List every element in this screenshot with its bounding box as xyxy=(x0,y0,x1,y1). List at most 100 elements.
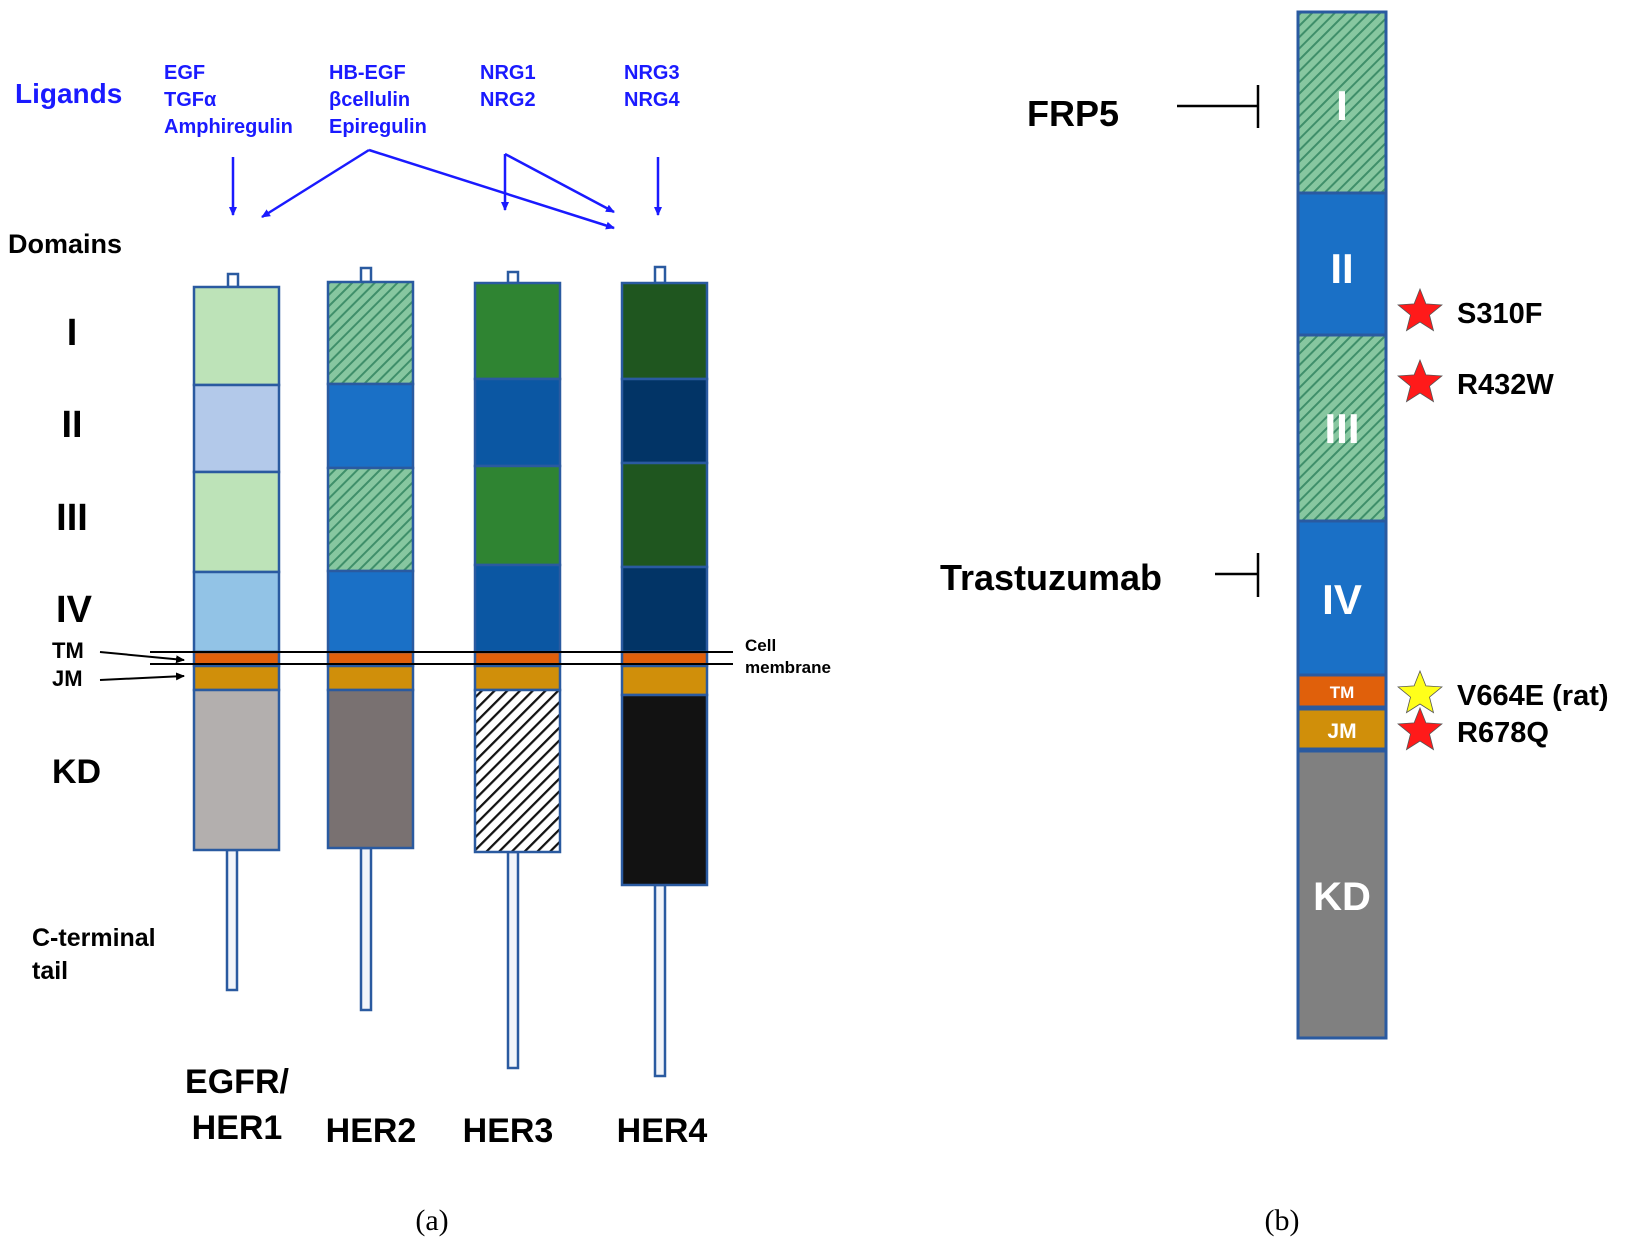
receptor-name-her3: HER3 xyxy=(463,1112,554,1150)
jm-pointer-arrow xyxy=(99,672,185,681)
c-terminal-tail xyxy=(359,846,373,1012)
domain-block-III xyxy=(192,470,281,574)
mutation-label: S310F xyxy=(1457,298,1542,330)
domain-block-I xyxy=(326,280,415,386)
ligand-group-nrg12: NRG1 NRG2 xyxy=(480,62,536,111)
her2-detail-column: I II III IV TM JM KD xyxy=(1296,10,1388,1040)
mutation-star-icon xyxy=(1397,669,1443,714)
ligand-arrow xyxy=(368,148,615,230)
domain-block-KD xyxy=(473,688,562,854)
domain-text-II: II xyxy=(1330,245,1353,292)
mutation-star-icon xyxy=(1397,287,1443,332)
domain-block-III xyxy=(620,461,709,569)
domain-block-I xyxy=(473,281,562,381)
domain-block-IV xyxy=(1296,519,1388,677)
membrane-label: membrane xyxy=(745,658,831,677)
receptor-name-egfr: EGFR/ xyxy=(185,1063,289,1101)
ligand-arrows xyxy=(229,148,662,230)
domain-block-JM xyxy=(192,664,281,692)
domain-block-I xyxy=(620,281,709,381)
domain-block-TM xyxy=(1296,673,1388,709)
domain-block-II xyxy=(1296,191,1388,337)
domain-block-II xyxy=(620,377,709,465)
domain-block-III xyxy=(326,466,415,573)
domain-label-IV: IV xyxy=(56,589,93,631)
domain-block-JM xyxy=(326,664,415,692)
inhibitor-trastuzumab: Trastuzumab xyxy=(940,553,1260,598)
ligand-text: Amphiregulin xyxy=(164,116,293,138)
domain-label-JM: JM xyxy=(52,666,83,691)
domain-text-TM: TM xyxy=(1330,683,1355,702)
domain-block-JM xyxy=(620,664,709,697)
domain-block-IV xyxy=(326,569,415,654)
receptor-name-her2: HER2 xyxy=(326,1112,417,1150)
ligand-text: HB-EGF xyxy=(329,62,406,84)
domain-block-IV xyxy=(192,570,281,654)
ligands-heading: Ligands xyxy=(15,78,122,109)
domain-label-ctail: tail xyxy=(32,957,68,985)
panel-a: Ligands EGF TGFα Amphiregulin HB-EGF βce… xyxy=(8,62,831,1237)
panel-b: I II III IV TM JM KD FRP5 Trastuzumab S3… xyxy=(940,10,1609,1237)
mutation-star-icon xyxy=(1397,358,1443,403)
mutation-star-icon xyxy=(1397,706,1443,751)
domain-block-JM xyxy=(1296,707,1388,751)
domain-block-I xyxy=(1296,10,1388,195)
domain-block-KD xyxy=(620,693,709,887)
domain-text-JM: JM xyxy=(1327,720,1356,743)
receptor-top-stub xyxy=(506,270,520,285)
ligand-group-nrg34: NRG3 NRG4 xyxy=(624,62,680,111)
mutation-label: R678Q xyxy=(1457,717,1549,749)
tm-pointer-arrow xyxy=(99,651,185,664)
ligand-text: NRG4 xyxy=(624,89,680,111)
c-terminal-tail xyxy=(225,848,239,992)
ligand-text: βcellulin xyxy=(329,89,410,111)
domain-block-III xyxy=(473,464,562,567)
c-terminal-tail xyxy=(506,850,520,1070)
c-terminal-tail xyxy=(653,883,667,1078)
domain-text-I: I xyxy=(1336,82,1348,129)
caption-a: (a) xyxy=(415,1204,448,1237)
domain-block-KD xyxy=(326,688,415,850)
ligand-group-pan: HB-EGF βcellulin Epiregulin xyxy=(329,62,427,138)
domain-label-II: II xyxy=(61,404,82,446)
receptor-name-her4: HER4 xyxy=(617,1112,708,1150)
inhibitor-frp5: FRP5 xyxy=(1027,85,1260,134)
receptor-top-stub xyxy=(226,272,240,289)
mutation-label: V664E (rat) xyxy=(1457,680,1609,712)
domain-label-KD: KD xyxy=(52,753,101,791)
domain-block-JM xyxy=(473,664,562,692)
ligand-text: EGF xyxy=(164,62,205,84)
inhibitor-label: Trastuzumab xyxy=(940,557,1162,598)
receptor-name-egfr: HER1 xyxy=(192,1109,283,1147)
domain-block-II xyxy=(326,382,415,470)
domain-label-III: III xyxy=(56,497,88,539)
ligand-text: TGFα xyxy=(164,89,217,111)
domain-block-I xyxy=(192,285,281,387)
domain-block-KD xyxy=(192,688,281,852)
domain-block-II xyxy=(192,383,281,474)
ligand-arrow xyxy=(261,148,370,219)
receptor-top-stub xyxy=(653,265,667,285)
domain-text-IV: IV xyxy=(1322,576,1362,623)
ligand-text: NRG3 xyxy=(624,62,680,84)
receptor-top-stub xyxy=(359,266,373,284)
domain-text-III: III xyxy=(1324,405,1359,452)
domain-block-II xyxy=(473,377,562,468)
ligand-text: NRG1 xyxy=(480,62,536,84)
domain-label-TM: TM xyxy=(52,638,84,663)
domains-heading: Domains xyxy=(8,229,122,259)
domain-label-I: I xyxy=(67,312,78,354)
domain-block-KD xyxy=(1296,749,1388,1040)
domain-text-KD: KD xyxy=(1313,875,1371,919)
caption-b: (b) xyxy=(1265,1204,1300,1237)
membrane-label: Cell xyxy=(745,636,776,655)
domain-block-IV xyxy=(620,565,709,654)
receptor-columns xyxy=(192,265,709,1078)
ligand-group-egfr: EGF TGFα Amphiregulin xyxy=(164,62,293,138)
ligand-arrow xyxy=(504,152,615,214)
inhibitor-label: FRP5 xyxy=(1027,93,1119,134)
ligand-text: NRG2 xyxy=(480,89,536,111)
domain-label-ctail: C-terminal xyxy=(32,924,156,952)
domain-block-III xyxy=(1296,333,1388,523)
